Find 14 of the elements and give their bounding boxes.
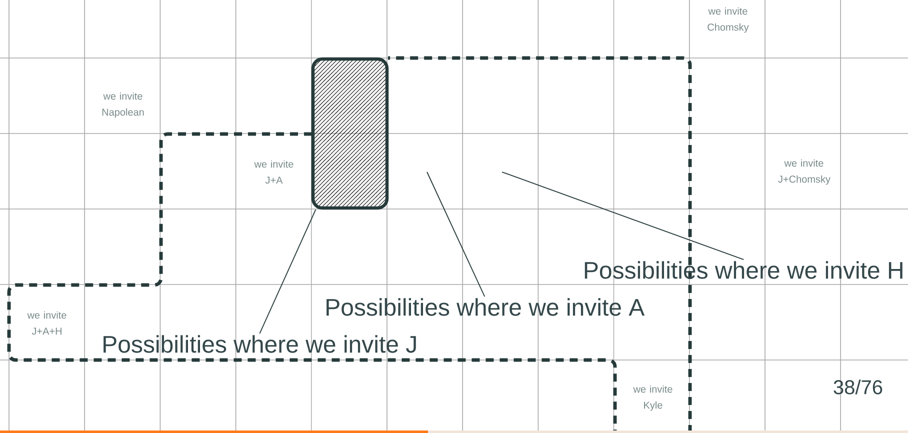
region-label: Possibilities where we invite H [584, 261, 902, 279]
cell-label: we invite J+A [254, 160, 294, 184]
leader-line [426, 172, 486, 298]
cell-label: we invite Chomsky [708, 7, 749, 33]
hatched-box [311, 57, 389, 210]
cell-label: we invite Kyle [633, 385, 672, 411]
region-label: Possibilities where we invite A [326, 298, 645, 316]
page-number: 38/76 [834, 380, 882, 394]
cell-label: we invite Napolean [102, 92, 144, 118]
cell-label: we invite J+A+H [27, 311, 66, 335]
leader-line [502, 172, 744, 260]
region-label: Possibilities where we invite J [104, 335, 416, 353]
cell-label: we invite J+Chomsky [778, 159, 830, 185]
leader-line [259, 209, 316, 334]
